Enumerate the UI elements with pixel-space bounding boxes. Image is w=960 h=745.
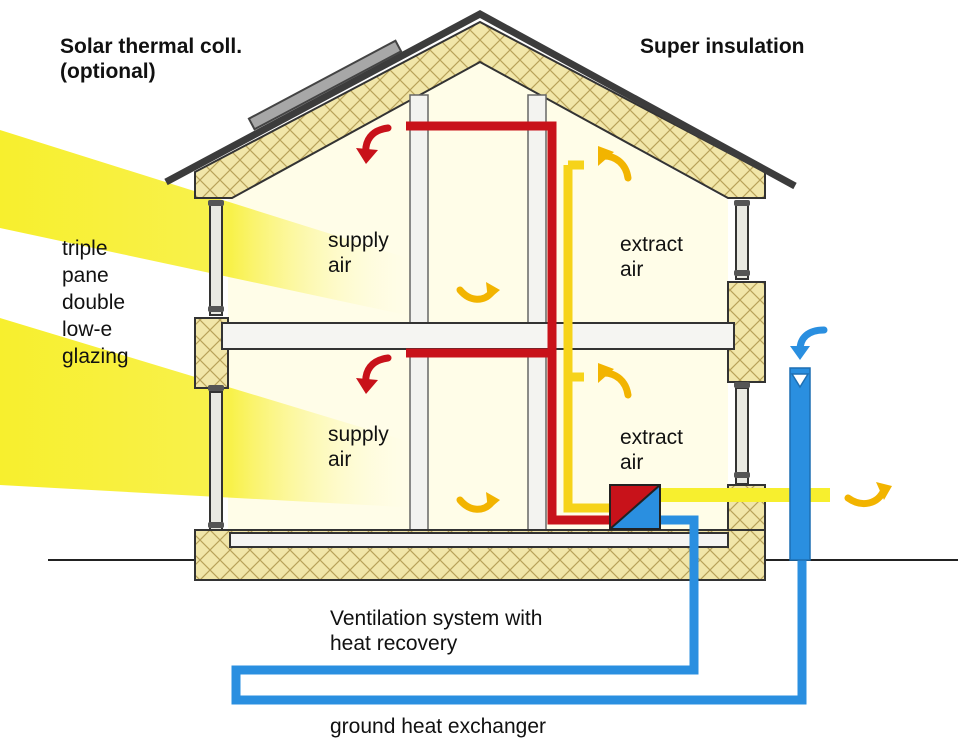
supply-air-upper-label: supply air <box>328 229 389 277</box>
extract-air-lower-label: extract air <box>620 426 684 474</box>
left-window-studs <box>208 200 224 528</box>
intake-grille <box>790 373 810 389</box>
fresh-air-arrow-icon <box>790 326 828 360</box>
ground-heat-exchanger-duct <box>231 515 807 705</box>
exhaust-air-stream <box>660 488 830 502</box>
ground-floor-slab <box>229 532 729 548</box>
supply-arrow-lower-icon <box>356 354 392 394</box>
roof-insulation <box>194 20 766 199</box>
extract-arrow-lower-icon <box>598 363 632 399</box>
heat-recovery-unit <box>609 484 661 530</box>
right-window-studs <box>734 200 750 478</box>
supply-air-lower-label: supply air <box>328 423 389 471</box>
ground-heat-exchanger-label: ground heat exchanger <box>330 715 546 738</box>
room-flow-arrow-lower-icon <box>456 492 500 513</box>
solar-collector-panel <box>247 39 403 131</box>
supply-air-duct <box>406 121 614 525</box>
fresh-air-intake <box>789 367 811 561</box>
middle-floor-slab <box>221 322 735 350</box>
glazing-label: triple pane double low-e glazing <box>62 237 129 368</box>
right-wall-insulation-mid <box>727 281 766 383</box>
right-windows <box>735 202 749 485</box>
ventilation-system-label: Ventilation system with heat recovery <box>330 607 543 655</box>
room-flow-arrow-upper-icon <box>456 282 500 303</box>
extract-air-upper-label: extract air <box>620 233 684 281</box>
supply-arrow-upper-icon <box>356 124 392 164</box>
extract-arrow-upper-icon <box>598 146 632 182</box>
exhaust-arrow-icon <box>844 482 892 508</box>
left-windows <box>209 202 223 531</box>
roof-cover <box>164 10 797 190</box>
extract-air-duct <box>563 160 614 513</box>
solar-collector-label: Solar thermal coll. (optional) <box>60 35 243 83</box>
super-insulation-label: Super insulation <box>640 35 805 58</box>
